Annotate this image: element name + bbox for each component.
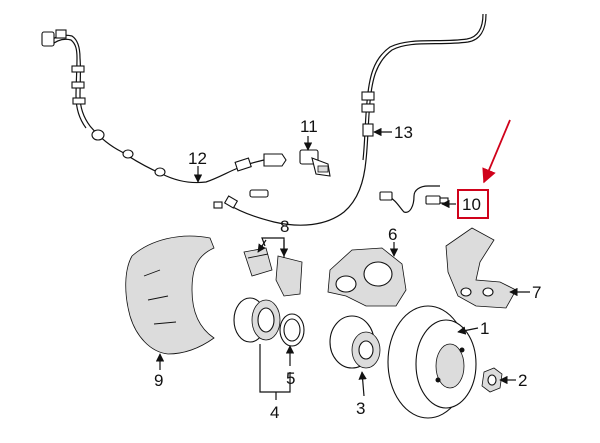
brake-caliper xyxy=(327,247,407,307)
part-label-9: 9 xyxy=(154,371,163,390)
brake-pads xyxy=(243,247,303,297)
part-label-10: 10 xyxy=(462,195,481,214)
leader-lines xyxy=(155,127,530,400)
brake-hose xyxy=(213,13,487,226)
brake-rotor xyxy=(387,305,477,419)
abs-sensor-wire-left xyxy=(41,29,287,184)
caliper-bracket xyxy=(445,227,517,309)
part-label-13: 13 xyxy=(394,123,413,142)
wheel-nut xyxy=(481,367,503,393)
part-label-3: 3 xyxy=(356,399,365,418)
part-label-4: 4 xyxy=(270,403,279,422)
wheel-bearing xyxy=(233,297,281,343)
part-10-callout xyxy=(457,119,511,219)
part-label-5: 5 xyxy=(286,369,295,388)
part-label-7: 7 xyxy=(532,283,541,302)
part-label-6: 6 xyxy=(388,225,397,244)
part-label-2: 2 xyxy=(518,371,527,390)
wheel-hub xyxy=(329,315,381,369)
part-label-1: 1 xyxy=(480,319,489,338)
part-label-12: 12 xyxy=(188,149,207,168)
wheel-speed-sensor xyxy=(299,149,331,177)
brake-line xyxy=(379,185,449,213)
part-label-8: 8 xyxy=(280,217,289,236)
seal-ring xyxy=(279,313,305,347)
dust-shield xyxy=(125,235,215,355)
part-label-11: 11 xyxy=(300,117,318,136)
